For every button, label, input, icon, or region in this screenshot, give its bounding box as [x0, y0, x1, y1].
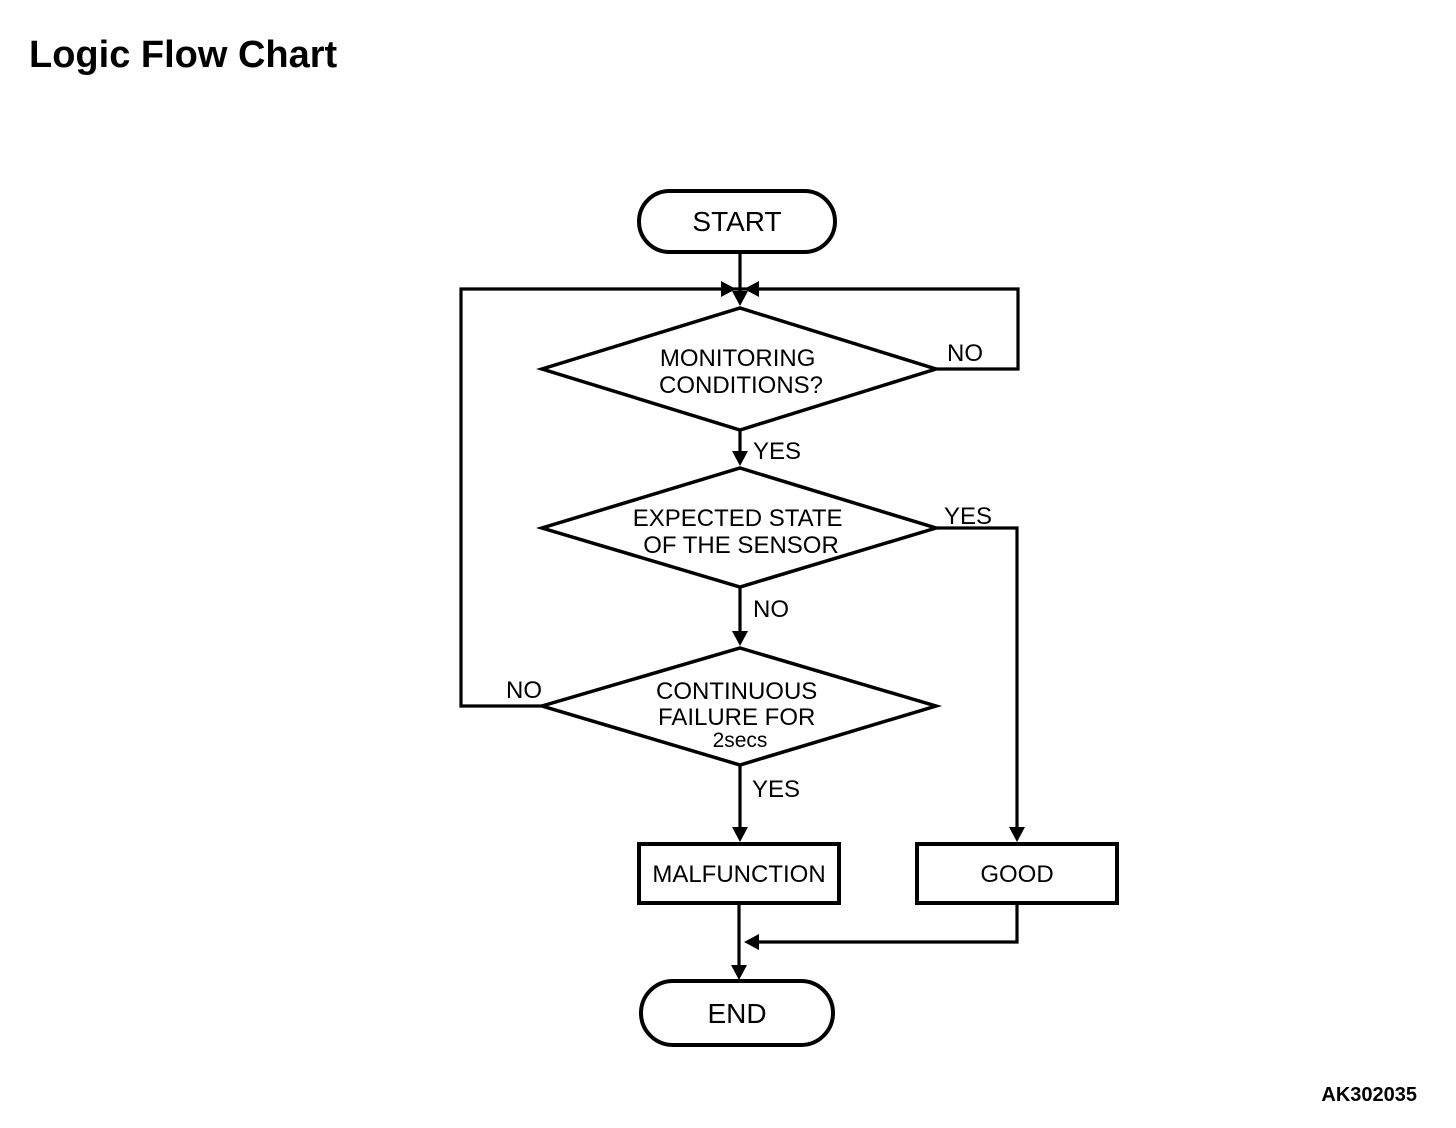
terminator-shape — [637, 189, 837, 254]
arrowhead-right — [721, 281, 736, 297]
decision-shape — [535, 646, 943, 767]
arrowhead-left — [744, 934, 759, 950]
node-continuous-line3: 2secs — [713, 729, 768, 752]
decision-shape — [535, 466, 943, 589]
node-start-label: START — [692, 206, 781, 237]
node-continuous-line2: FAILURE FOR — [658, 704, 815, 731]
edge-loop-return: NO NO — [459, 281, 1020, 708]
node-malfunction: MALFUNCTION — [637, 842, 841, 905]
edge-label-monitoring-yes: YES — [753, 438, 801, 465]
edge-line — [758, 903, 1019, 944]
node-monitoring-conditions: MONITORING CONDITIONS? — [536, 306, 942, 432]
edge-label-expected-yes: YES — [944, 503, 992, 530]
node-end: END — [639, 979, 835, 1047]
edge-expected-no: NO — [732, 587, 789, 646]
edge-label-continuous-yes: YES — [752, 776, 800, 803]
edge-start-to-junction — [732, 252, 748, 306]
decision-shape — [536, 306, 942, 432]
arrowhead-down — [732, 291, 748, 306]
process-shape — [637, 842, 841, 905]
node-expected-line1: EXPECTED STATE — [633, 505, 843, 532]
arrowhead-down — [732, 827, 748, 842]
arrowhead-left — [744, 281, 759, 297]
edge-label-continuous-no: NO — [506, 677, 542, 704]
node-continuous-failure: CONTINUOUS FAILURE FOR 2secs — [535, 646, 943, 767]
node-continuous-line1: CONTINUOUS — [656, 678, 817, 705]
node-monitoring-label: MONITORING CONDITIONS? — [659, 345, 823, 399]
node-continuous-label: CONTINUOUS FAILURE FOR 2secs — [656, 678, 824, 752]
edge-monitoring-yes: YES — [732, 430, 801, 466]
process-shape — [915, 842, 1119, 905]
edge-expected-yes-to-good: YES — [936, 503, 1025, 842]
node-monitoring-line1: MONITORING — [660, 345, 816, 372]
edge-label-expected-no: NO — [753, 596, 789, 623]
figure-code: AK302035 — [1321, 1084, 1417, 1106]
node-end-label: END — [707, 998, 766, 1029]
edge-malfunction-to-end — [731, 903, 747, 980]
arrowhead-down — [732, 451, 748, 466]
node-start: START — [637, 189, 837, 254]
node-expected-line2: OF THE SENSOR — [643, 532, 839, 559]
node-monitoring-line2: CONDITIONS? — [659, 372, 823, 399]
edge-label-monitoring-no: NO — [947, 340, 983, 367]
arrowhead-down — [732, 631, 748, 646]
arrowhead-down — [731, 965, 747, 980]
node-expected-state: EXPECTED STATE OF THE SENSOR — [535, 466, 943, 589]
node-good: GOOD — [915, 842, 1119, 905]
arrowhead-down — [1009, 827, 1025, 842]
edge-good-to-merge — [744, 903, 1019, 950]
page-title: Logic Flow Chart — [29, 34, 338, 76]
node-expected-label: EXPECTED STATE OF THE SENSOR — [633, 505, 849, 559]
edge-line — [459, 287, 1020, 708]
edge-continuous-yes-to-malfunction: YES — [732, 765, 800, 842]
terminator-shape — [639, 979, 835, 1047]
node-malfunction-label: MALFUNCTION — [652, 861, 825, 888]
edge-line — [936, 526, 1019, 829]
node-good-label: GOOD — [980, 861, 1053, 888]
